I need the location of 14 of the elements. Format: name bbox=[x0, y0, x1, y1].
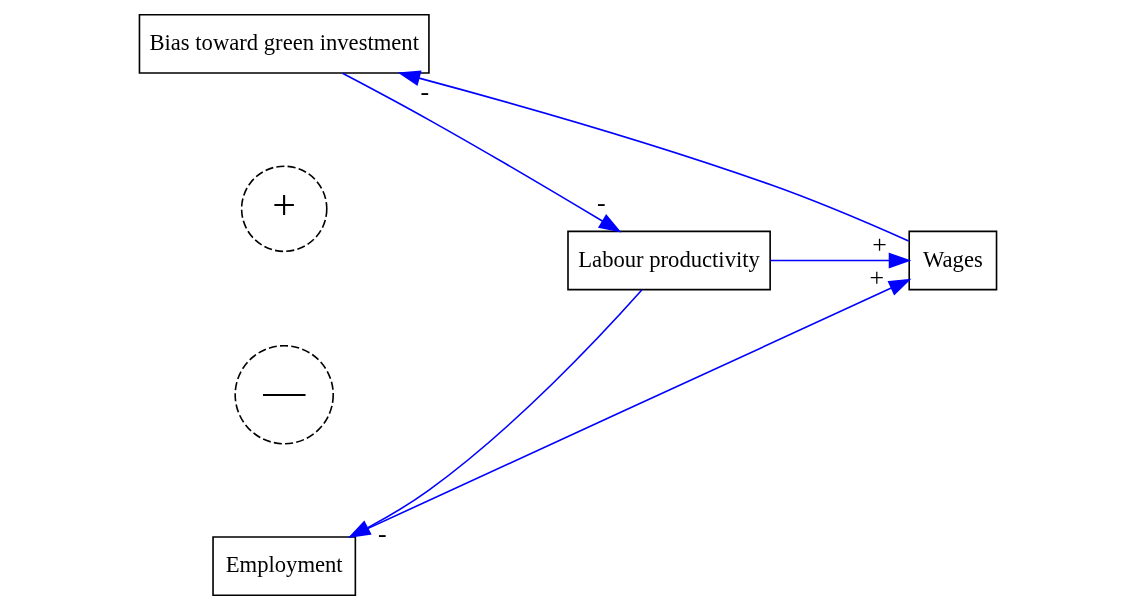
edge-label: + bbox=[871, 230, 887, 260]
node-box: Employment bbox=[211, 536, 356, 597]
edge-label: - bbox=[419, 76, 429, 106]
label: + bbox=[271, 181, 296, 228]
arrow bbox=[397, 70, 909, 242]
arrow bbox=[341, 72, 621, 233]
label: — bbox=[262, 367, 305, 414]
edge-label: - bbox=[377, 518, 387, 548]
edge-label: - bbox=[596, 187, 606, 217]
arrow bbox=[769, 252, 911, 269]
edge-label: + bbox=[869, 262, 884, 292]
node-box: Bias toward green investment bbox=[138, 13, 430, 74]
node-box: Wages bbox=[907, 230, 997, 291]
node-box: Labour productivity bbox=[566, 230, 771, 291]
